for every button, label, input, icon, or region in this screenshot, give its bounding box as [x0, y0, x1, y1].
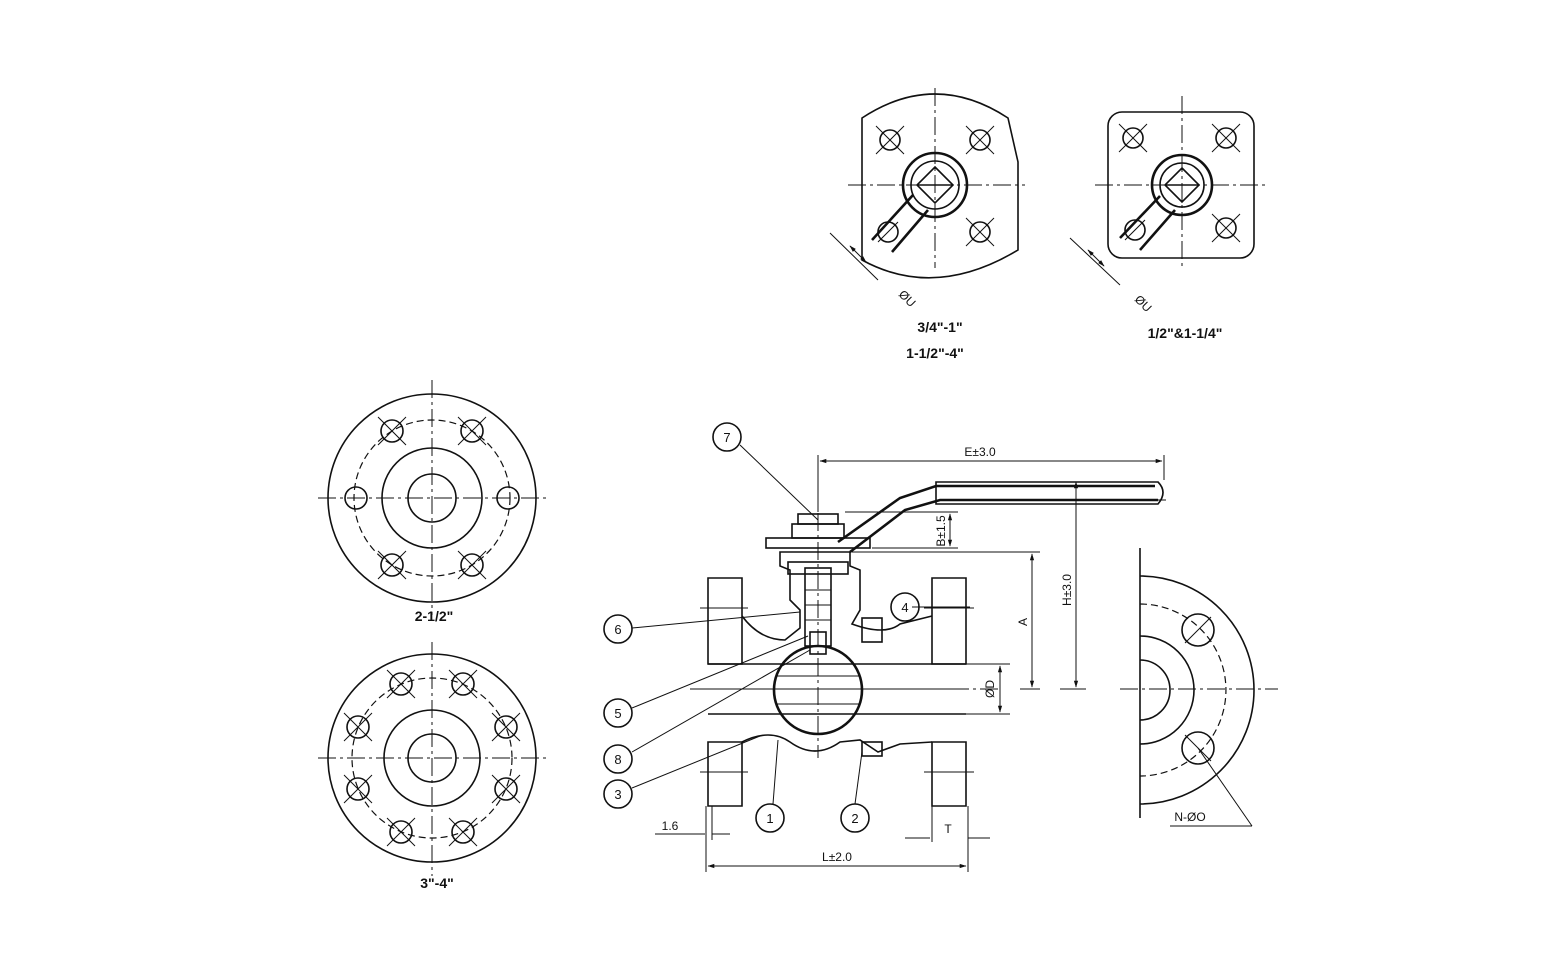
bolt-hole-icon: [491, 712, 521, 742]
dim-handle-length: E±3.0: [964, 445, 996, 459]
mount-hole-icon: [1118, 123, 1148, 153]
mounting-pad-right-view: ØU 1/2"&1-1/4": [1069, 96, 1268, 341]
dim-raised-face: 1.6: [662, 819, 679, 833]
flange-half-view: N-ØO: [1120, 548, 1278, 827]
flange-small-label: 2-1/2": [415, 608, 454, 624]
bolt-hole-icon: [377, 550, 407, 580]
dim-bolt-holes: N-ØO: [1174, 810, 1205, 824]
mount-hole-icon: [965, 125, 995, 155]
bolt-hole-icon: [457, 416, 487, 446]
part-7-label: 7: [723, 430, 730, 445]
bolt-hole-icon: [386, 817, 416, 847]
mount-left-label-line2: 1-1/2"-4": [906, 345, 964, 361]
mount-hole-icon: [965, 217, 995, 247]
bolt-hole-icon: [377, 416, 407, 446]
bolt-hole-icon: [448, 817, 478, 847]
part-8-label: 8: [614, 752, 621, 767]
dim-face-length: L±2.0: [822, 850, 852, 864]
part-1-label: 1: [766, 811, 773, 826]
dim-height: H±3.0: [1060, 574, 1074, 606]
dim-bore: ØD: [983, 680, 997, 698]
mount-right-label: 1/2"&1-1/4": [1148, 325, 1223, 341]
flange-large-view: 3"-4": [318, 642, 548, 891]
valve-section-view: [690, 455, 1164, 807]
bolt-hole-icon: [491, 774, 521, 804]
part-callouts: 7 6 4 5 8 3 1 2: [603, 422, 970, 833]
mount-hole-right-dim: ØU: [1132, 292, 1155, 315]
dimension-lines: E±3.0 H±3.0 B±1.5 A ØD L±2.0 1.6: [655, 445, 1166, 872]
dim-stem-top: B±1.5: [934, 515, 948, 547]
dim-center-height: A: [1016, 618, 1030, 626]
mount-hole-icon: [1211, 213, 1241, 243]
mount-left-label-line1: 3/4"-1": [917, 319, 962, 335]
part-6-label: 6: [614, 622, 621, 637]
mount-hole-icon: [1211, 123, 1241, 153]
bolt-hole-icon: [448, 669, 478, 699]
flange-small-view: 2-1/2": [318, 380, 548, 624]
part-2-label: 2: [851, 811, 858, 826]
part-4-label: 4: [901, 600, 908, 615]
bolt-hole-icon: [343, 712, 373, 742]
mounting-pad-left-view: ØU 3/4"-1" 1-1/2"-4": [829, 88, 1025, 361]
mount-hole-left-dim: ØU: [896, 287, 919, 310]
bolt-hole-icon: [343, 774, 373, 804]
mount-hole-icon: [875, 125, 905, 155]
part-3-label: 3: [614, 787, 621, 802]
dim-flange-thickness: T: [944, 822, 952, 836]
part-5-label: 5: [614, 706, 621, 721]
bolt-hole-icon: [457, 550, 487, 580]
flange-large-label: 3"-4": [420, 875, 454, 891]
bolt-hole-icon: [386, 669, 416, 699]
